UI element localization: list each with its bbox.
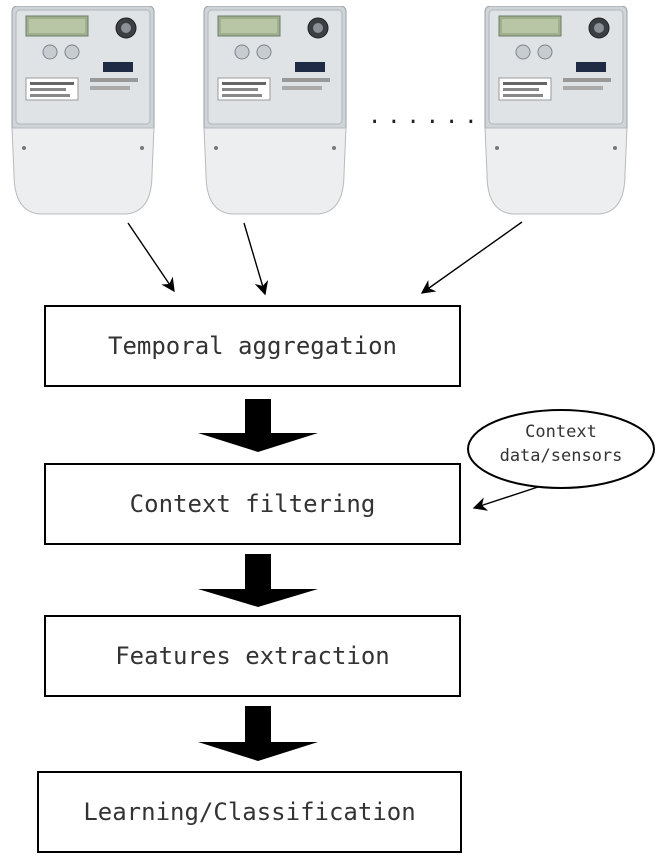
step-temporal-aggregation: Temporal aggregation <box>44 305 461 387</box>
step-label: Learning/Classification <box>83 798 416 826</box>
step-context-filtering: Context filtering <box>44 463 461 545</box>
step-label: Context filtering <box>129 490 376 518</box>
meter-graphic <box>484 6 628 215</box>
smart-meter-image-3 <box>484 6 628 215</box>
meter-graphic <box>11 6 155 215</box>
step-label: Features extraction <box>115 642 390 670</box>
step-learning-classification: Learning/Classification <box>37 771 462 853</box>
context-bubble-text: Context data/sensors <box>466 420 656 468</box>
meter-graphic <box>203 6 347 215</box>
flow-arrow-2 <box>198 554 318 607</box>
step-label: Temporal aggregation <box>108 332 397 360</box>
smart-meter-image-2 <box>203 6 347 215</box>
context-bubble <box>467 409 655 489</box>
flow-arrow-1 <box>198 399 318 452</box>
arrow-meter2-to-aggregation <box>243 222 269 296</box>
arrow-meter3-to-aggregation <box>420 221 523 294</box>
step-features-extraction: Features extraction <box>44 615 461 697</box>
more-meters-ellipsis: ...... <box>368 104 484 129</box>
arrow-meter1-to-aggregation <box>127 222 175 293</box>
smart-meter-image-1 <box>11 6 155 215</box>
context-line-1: Context <box>525 422 597 442</box>
flow-arrow-3 <box>198 706 318 761</box>
context-line-2: data/sensors <box>499 446 623 466</box>
arrow-context-to-filtering <box>472 484 545 511</box>
